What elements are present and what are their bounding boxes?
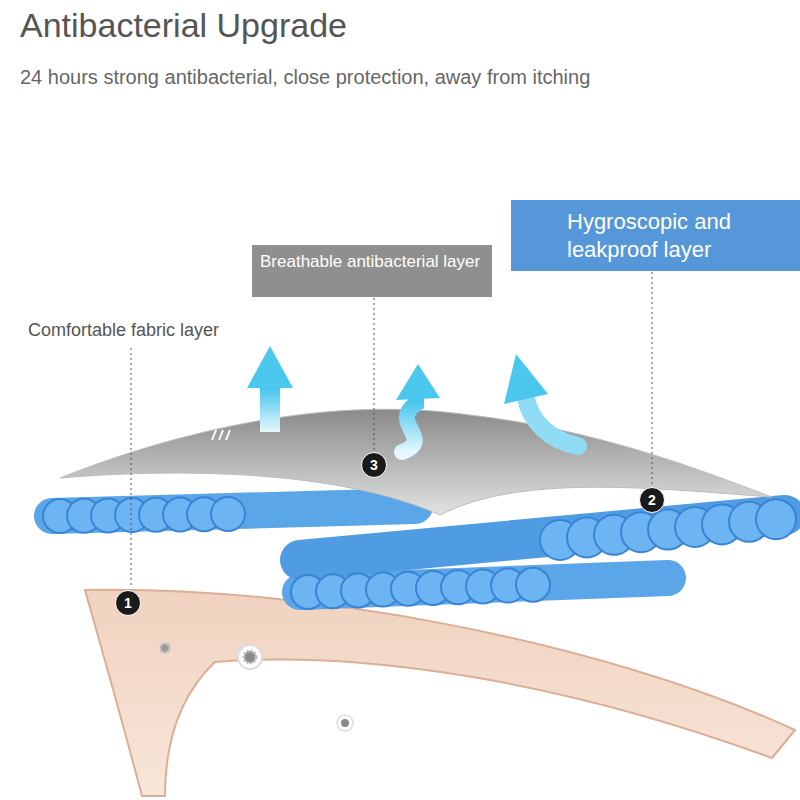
callout-number: 3	[361, 452, 387, 478]
leader-line	[131, 348, 132, 588]
part-label: Comfortable fabric layer	[28, 320, 219, 341]
hygroscopic-tubes	[43, 497, 796, 609]
layer-name: Hygroscopic and leakproof layer	[567, 208, 780, 263]
vapour-arrows	[247, 346, 578, 452]
callout-text: 3	[370, 457, 378, 473]
layer-box: Breathable antibacterial layer	[252, 245, 492, 297]
tube-ring	[756, 499, 796, 539]
callout-number: 2	[639, 487, 665, 513]
callout-number: 1	[115, 590, 141, 616]
tube-ring	[211, 497, 245, 531]
sheet-highlight	[212, 430, 230, 440]
skin-layer	[85, 590, 795, 796]
layer-box: Hygroscopic and leakproof layer	[511, 200, 800, 271]
callout-text: 1	[124, 595, 132, 611]
subtitle: 24 hours strong antibacterial, close pro…	[20, 66, 590, 89]
title: Antibacterial Upgrade	[20, 6, 347, 45]
tube-ring	[516, 568, 550, 602]
leader-line	[374, 298, 375, 451]
callout-text: 2	[648, 492, 656, 508]
leader-line	[652, 272, 653, 486]
layer-name: Breathable antibacterial layer	[260, 251, 484, 274]
bacteria	[160, 643, 353, 731]
